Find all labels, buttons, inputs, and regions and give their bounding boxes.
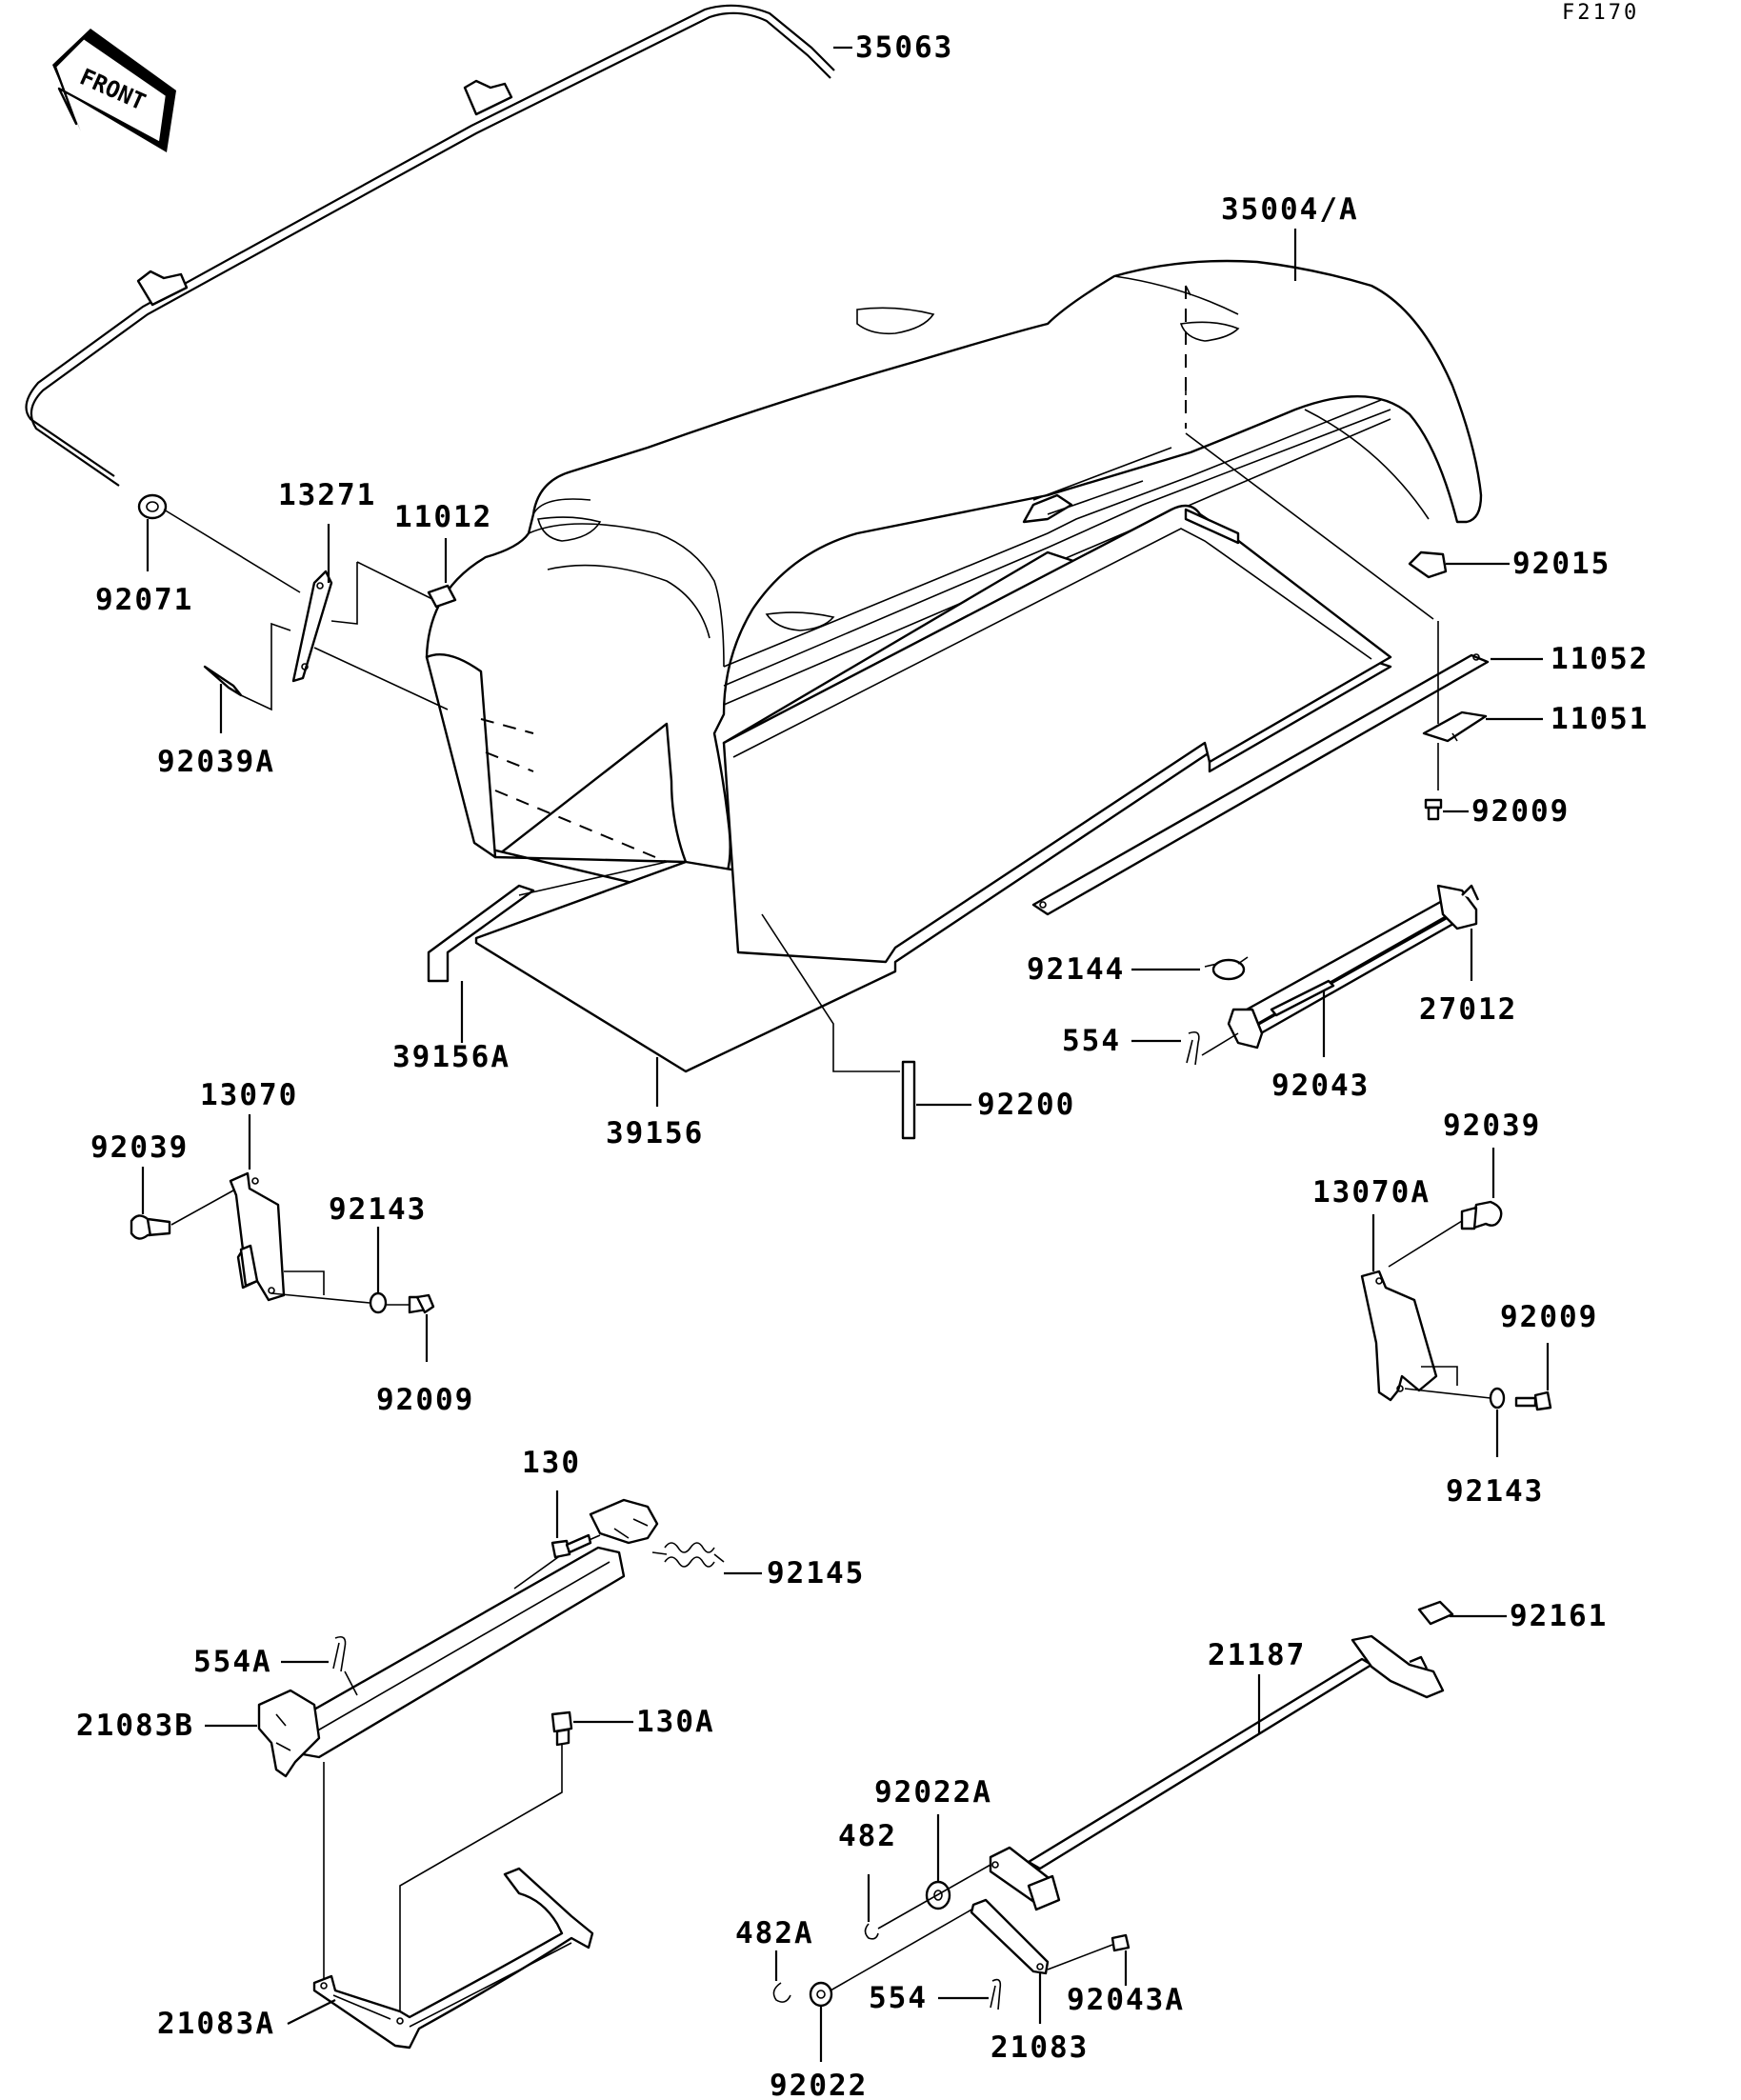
part-554-clip-b <box>990 1978 1002 2010</box>
part-554A-clip <box>332 1635 347 1672</box>
label-92022A: 92022A <box>874 1775 992 1810</box>
label-92015: 92015 <box>1512 547 1611 581</box>
label-482A: 482A <box>735 1916 814 1950</box>
part-482-clip <box>864 1923 879 1940</box>
label-92009-c: 92009 <box>1500 1300 1598 1334</box>
part-92015-clip <box>1408 550 1448 579</box>
part-92200-strap <box>901 1060 916 1140</box>
part-35063-rail <box>25 4 835 487</box>
label-13271: 13271 <box>278 478 376 512</box>
label-92022: 92022 <box>770 2069 868 2100</box>
label-130: 130 <box>522 1446 581 1480</box>
part-92144-spring <box>1204 956 1249 981</box>
part-92009-screw-b <box>408 1293 435 1314</box>
part-92143-washer-a <box>369 1291 388 1314</box>
part-39156A-seal-strip <box>427 508 1240 983</box>
part-11051-plate <box>1422 710 1488 743</box>
label-39156A: 39156A <box>392 1040 510 1074</box>
label-27012: 27012 <box>1419 992 1517 1027</box>
part-39156-floor-panel <box>474 504 1392 1073</box>
label-13070A: 13070A <box>1312 1175 1431 1210</box>
label-482: 482 <box>838 1819 897 1853</box>
label-92039-a: 92039 <box>90 1130 189 1165</box>
part-92039-rivet-a <box>130 1214 171 1240</box>
label-35004A: 35004/A <box>1221 192 1359 227</box>
part-21083B-latch-assembly <box>257 1498 659 1778</box>
label-92144: 92144 <box>1027 952 1125 987</box>
part-92009-screw-a <box>1424 798 1443 821</box>
part-92161-pad <box>1417 1600 1454 1626</box>
label-39156: 39156 <box>606 1116 704 1150</box>
part-130A-bolt <box>550 1710 573 1747</box>
diagram-code: F2170 <box>1562 1 1639 25</box>
label-21083: 21083 <box>991 2030 1089 2065</box>
part-21083A-bracket <box>312 1867 594 2050</box>
part-27012-latch-rod <box>1227 884 1480 1050</box>
part-92039A-rivet <box>203 665 243 697</box>
part-92039-rivet-b <box>1460 1200 1503 1230</box>
part-92043-pin <box>1270 979 1335 1017</box>
part-130-bolt <box>550 1533 592 1559</box>
label-554A: 554A <box>193 1645 272 1679</box>
label-21083A: 21083A <box>157 2007 275 2041</box>
label-92143-a: 92143 <box>329 1192 427 1227</box>
part-13070-hinge-bracket <box>229 1171 325 1302</box>
label-554-b: 554 <box>869 1981 928 2015</box>
part-13271-bracket <box>291 570 333 683</box>
part-92043A-pin <box>1111 1933 1131 1952</box>
label-13070: 13070 <box>200 1078 298 1112</box>
part-11012-pin <box>427 584 457 609</box>
label-92009-a: 92009 <box>1471 794 1570 829</box>
label-11012: 11012 <box>394 500 492 534</box>
label-554-a: 554 <box>1062 1024 1121 1058</box>
label-35063: 35063 <box>855 30 953 65</box>
label-92161: 92161 <box>1510 1599 1608 1633</box>
front-direction-arrow: FRONT <box>52 29 176 152</box>
label-92043A: 92043A <box>1067 1983 1185 2017</box>
part-92009-screw-c <box>1514 1390 1552 1411</box>
label-92039A: 92039A <box>157 745 275 779</box>
part-11052-strip <box>1031 653 1490 916</box>
label-21083B: 21083B <box>76 1709 194 1743</box>
part-92145-spring <box>651 1542 725 1568</box>
label-92200: 92200 <box>977 1088 1075 1122</box>
label-92039-b: 92039 <box>1443 1109 1541 1143</box>
label-130A: 130A <box>636 1705 715 1739</box>
part-21187-rod <box>1027 1634 1445 1870</box>
part-482A-clip <box>772 1982 791 2003</box>
part-92022-washer <box>809 1981 833 2008</box>
label-92145: 92145 <box>767 1556 865 1590</box>
label-11051: 11051 <box>1551 702 1649 736</box>
label-92071: 92071 <box>95 583 193 617</box>
label-92143-b: 92143 <box>1446 1474 1544 1509</box>
part-21083-latch-lever <box>970 1846 1061 1975</box>
part-92143-washer-b <box>1489 1387 1506 1410</box>
label-92043: 92043 <box>1271 1069 1370 1103</box>
part-13070A-hinge-bracket <box>1360 1270 1458 1402</box>
label-21187: 21187 <box>1208 1638 1306 1672</box>
part-554-clip-a <box>1186 1030 1200 1066</box>
part-92071-grommet <box>137 493 168 520</box>
label-92009-b: 92009 <box>376 1383 474 1417</box>
label-11052: 11052 <box>1551 642 1649 676</box>
